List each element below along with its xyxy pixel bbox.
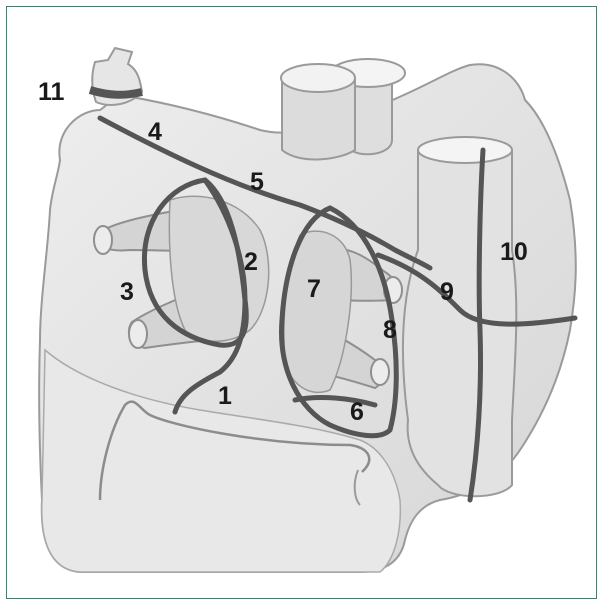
vein-opening-lower-left	[129, 320, 147, 348]
vena-cava-opening	[418, 137, 512, 163]
label-11: 11	[38, 78, 65, 106]
label-1: 1	[218, 382, 232, 410]
vena-cava	[403, 139, 516, 497]
label-2: 2	[244, 248, 258, 276]
label-10: 10	[500, 238, 528, 266]
aorta-opening	[281, 64, 355, 92]
label-5: 5	[250, 168, 264, 196]
label-8: 8	[383, 316, 397, 344]
label-3: 3	[120, 278, 134, 306]
vein-opening-lower-right	[371, 359, 389, 385]
appendage-band	[90, 90, 142, 95]
vein-opening-upper-left	[94, 226, 112, 254]
label-6: 6	[350, 398, 364, 426]
label-7: 7	[307, 275, 321, 303]
label-9: 9	[440, 278, 454, 306]
label-4: 4	[148, 118, 162, 146]
